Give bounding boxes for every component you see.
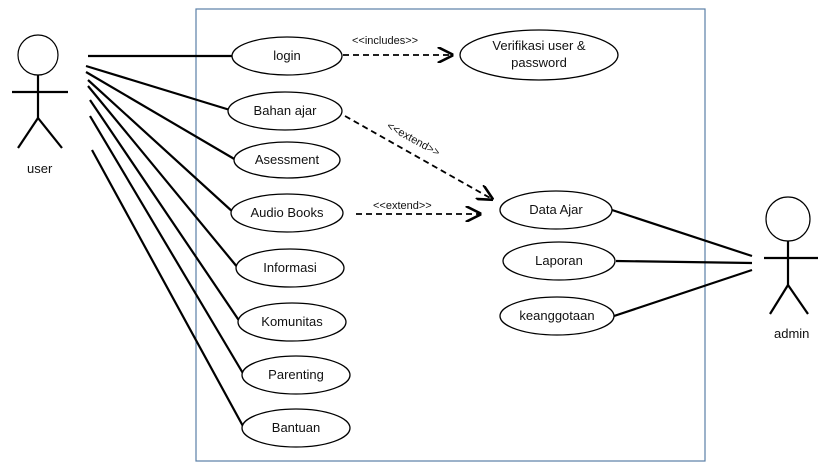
admin-associations — [611, 208, 753, 318]
extend-label-bahan-ajar: <<extend>> — [385, 120, 442, 159]
use-case-bahan-ajar: Bahan ajar — [227, 91, 343, 131]
use-case-laporan: Laporan — [502, 241, 616, 281]
actor-user — [12, 34, 68, 149]
use-case-parenting-label: Parenting — [268, 367, 324, 382]
assoc-user-informasi — [87, 85, 239, 269]
actor-user-label: user — [27, 161, 53, 176]
use-case-keanggotaan-label: keanggotaan — [519, 308, 594, 323]
assoc-user-asessment — [85, 71, 237, 161]
use-case-verifikasi: Verifikasi user & password — [459, 29, 619, 81]
use-case-data-ajar-label: Data Ajar — [529, 202, 583, 217]
use-case-bahan-ajar-label: Bahan ajar — [254, 103, 318, 118]
actor-admin-head — [765, 196, 811, 242]
assoc-user-komunitas — [89, 99, 241, 323]
extend-label-audio-books: <<extend>> — [373, 200, 432, 212]
actor-user-head — [17, 34, 59, 76]
user-associations — [85, 54, 245, 429]
assoc-admin-laporan — [615, 259, 753, 265]
actor-admin — [764, 196, 818, 315]
use-case-keanggotaan: keanggotaan — [499, 296, 615, 336]
dependencies — [343, 55, 492, 214]
system-boundary — [195, 8, 706, 462]
use-case-verifikasi-label-line1: Verifikasi user & — [492, 38, 586, 53]
use-case-bantuan-label: Bantuan — [272, 420, 320, 435]
includes-label: <<includes>> — [352, 35, 418, 47]
use-case-laporan-label: Laporan — [535, 253, 583, 268]
use-case-verifikasi-label-line2: password — [511, 55, 567, 70]
extend-bahan-ajar-data-ajar — [344, 115, 492, 199]
use-case-audio-books-label: Audio Books — [251, 205, 324, 220]
use-case-data-ajar: Data Ajar — [499, 190, 613, 230]
assoc-user-bantuan — [91, 149, 245, 429]
assoc-user-audio-books — [87, 79, 235, 214]
actor-admin-label: admin — [774, 326, 809, 341]
assoc-user-parenting — [89, 115, 245, 376]
assoc-user-bahan-ajar — [85, 64, 231, 112]
use-case-informasi: Informasi — [235, 248, 345, 288]
assoc-admin-keanggotaan — [613, 268, 753, 318]
use-case-komunitas: Komunitas — [237, 302, 347, 342]
assoc-admin-data-ajar — [611, 208, 753, 258]
use-case-asessment: Asessment — [233, 141, 341, 179]
use-case-login-label: login — [273, 48, 300, 63]
use-case-bantuan: Bantuan — [241, 408, 351, 448]
use-case-login: login — [231, 36, 343, 76]
use-case-parenting: Parenting — [241, 355, 351, 395]
use-case-audio-books: Audio Books — [230, 193, 344, 233]
use-case-komunitas-label: Komunitas — [261, 314, 323, 329]
use-case-asessment-label: Asessment — [255, 152, 320, 167]
use-case-informasi-label: Informasi — [263, 260, 317, 275]
